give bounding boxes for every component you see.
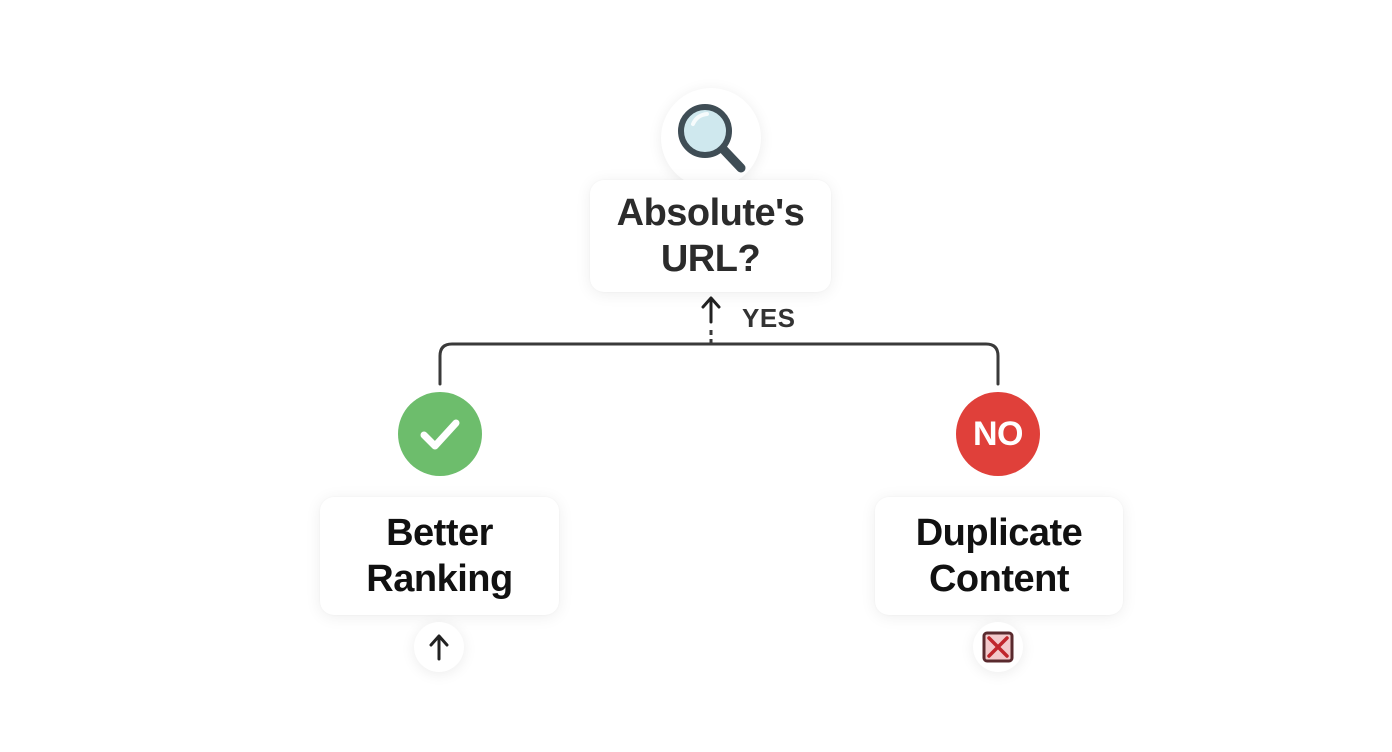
question-line-2: URL? [660, 238, 761, 280]
arrow-up-icon [429, 634, 449, 661]
result-left-line-1: Better [386, 512, 493, 554]
question-line-1: Absolute's [616, 192, 805, 234]
arrow-up-badge [414, 622, 464, 672]
result-right-line-1: Duplicate [915, 512, 1083, 554]
branch-connector [438, 342, 1000, 386]
magnifying-glass-icon [678, 104, 746, 173]
no-status-badge: NO [956, 392, 1040, 476]
question-card: Absolute's URL? [590, 180, 831, 292]
result-right-line-2: Content [928, 558, 1070, 600]
yes-label: YES [742, 303, 796, 333]
check-icon [420, 419, 460, 450]
magnifying-glass-badge [661, 88, 761, 188]
result-left-line-2: Ranking [366, 558, 513, 600]
stem-arrow-up-icon [701, 296, 721, 324]
result-card-better-ranking: Better Ranking [320, 497, 559, 615]
yes-status-badge [398, 392, 482, 476]
result-card-duplicate-content: Duplicate Content [875, 497, 1123, 615]
no-status-label: NO [973, 414, 1024, 453]
x-box-badge [973, 622, 1023, 672]
x-box-icon [982, 631, 1014, 663]
